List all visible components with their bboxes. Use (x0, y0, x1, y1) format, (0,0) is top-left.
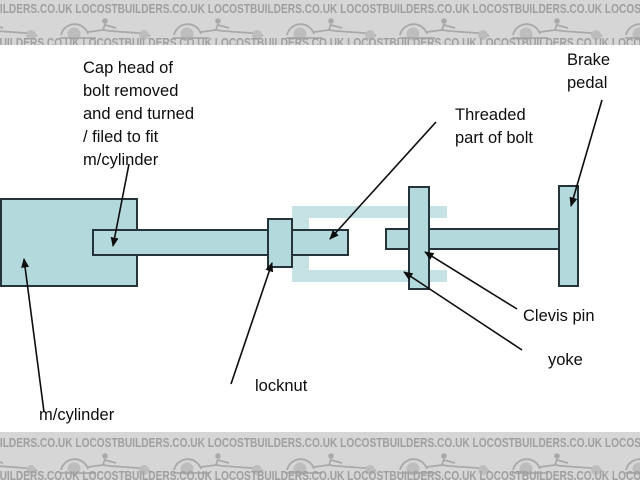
label-threaded: Threaded part of bolt (455, 106, 533, 147)
arrow-locknut (230, 262, 274, 385)
locknut-shape (267, 218, 293, 268)
watermark-text-row: LOCOSTBUILDERS.CO.UK LOCOSTBUILDERS.CO.U… (0, 35, 640, 45)
brake-pedal-shape (558, 185, 579, 287)
watermark-band-bottom: LOCOSTBUILDERS.CO.UK LOCOSTBUILDERS.CO.U… (0, 432, 640, 480)
watermark-band-top: LOCOSTBUILDERS.CO.UK LOCOSTBUILDERS.CO.U… (0, 0, 640, 45)
label-clevis-pin: Clevis pin (523, 307, 595, 325)
car-silhouette-icon (60, 453, 151, 476)
clevis-pin-shape (408, 186, 430, 290)
watermark-text-row: LOCOSTBUILDERS.CO.UK LOCOSTBUILDERS.CO.U… (0, 1, 640, 16)
car-silhouette-icon (625, 23, 640, 41)
car-silhouette-icon (512, 18, 603, 41)
car-silhouette-icon (399, 453, 490, 476)
label-cap-head: Cap head of bolt removed and end turned … (83, 59, 195, 169)
car-silhouette-icon (286, 453, 377, 476)
label-brake-pedal: Brake pedal (567, 51, 611, 92)
car-silhouette-icon (173, 453, 264, 476)
car-silhouette-icon (286, 18, 377, 41)
car-silhouette-icon (0, 461, 38, 475)
label-m-cylinder: m/cylinder (39, 406, 115, 424)
watermark-car-row (0, 14, 640, 42)
threaded-bolt-end (290, 229, 349, 256)
watermark-car-row (0, 449, 640, 477)
watermark-text-row: LOCOSTBUILDERS.CO.UK LOCOSTBUILDERS.CO.U… (0, 435, 640, 450)
label-locknut: locknut (255, 377, 308, 395)
car-silhouette-icon (0, 26, 38, 40)
car-silhouette-icon (173, 18, 264, 41)
pushrod-bolt-shank (92, 229, 269, 256)
car-silhouette-icon (60, 18, 151, 41)
label-yoke: yoke (548, 351, 583, 369)
watermark-text-row: LOCOSTBUILDERS.CO.UK LOCOSTBUILDERS.CO.U… (0, 468, 640, 480)
car-silhouette-icon (512, 453, 603, 476)
car-silhouette-icon (625, 458, 640, 476)
car-silhouette-icon (399, 18, 490, 41)
